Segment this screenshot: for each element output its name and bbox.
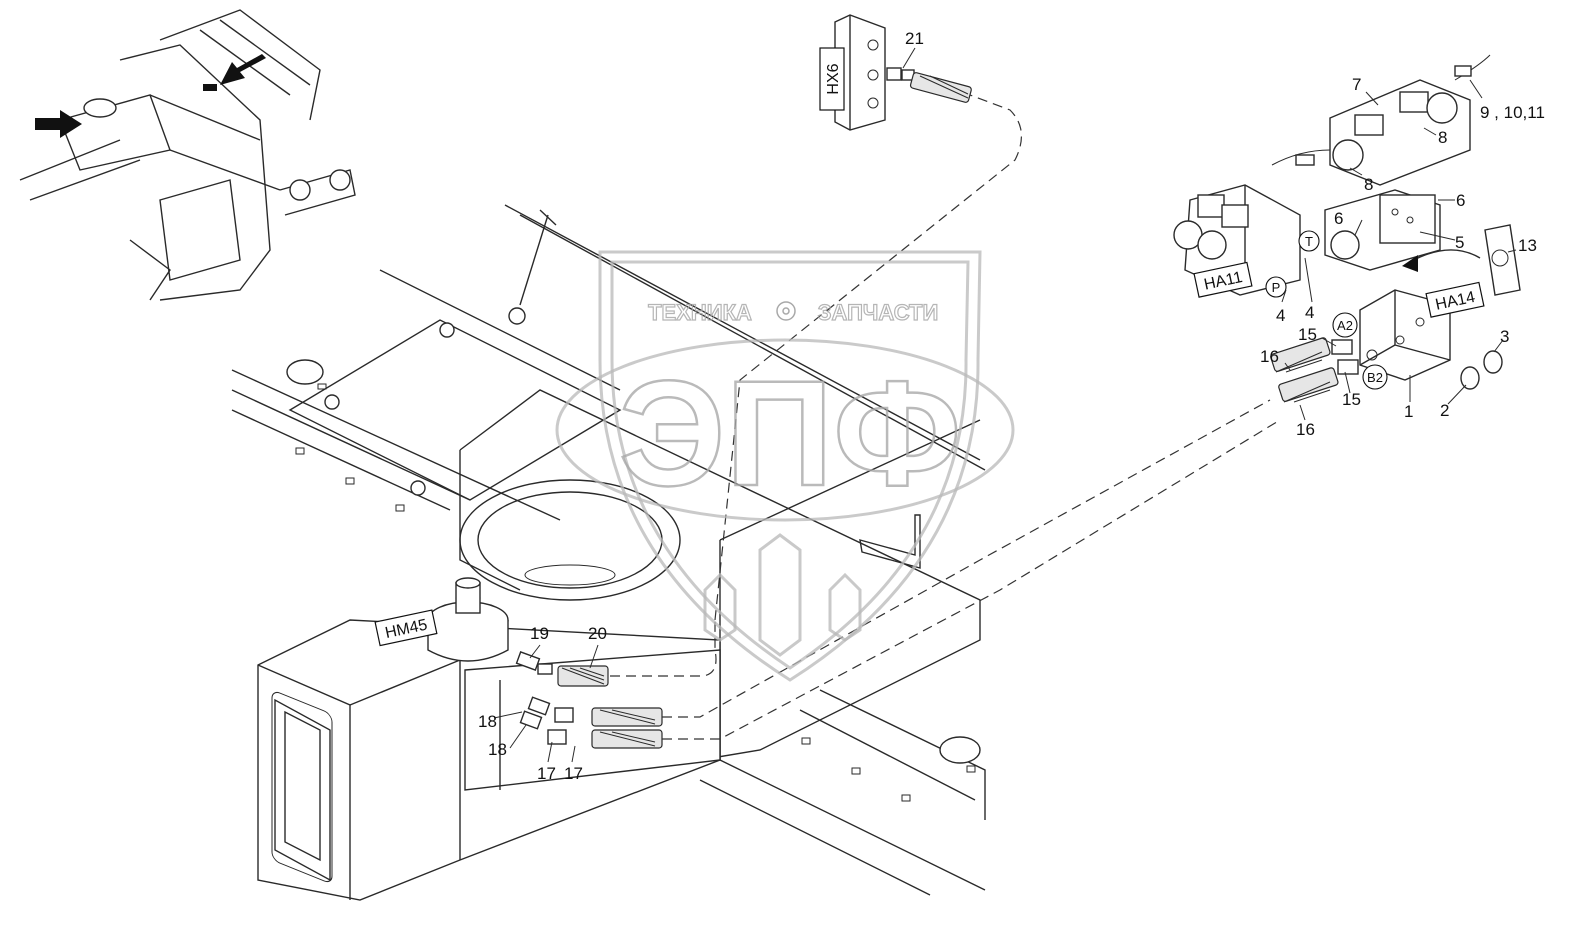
callout-4b: 4 (1305, 303, 1314, 322)
callout-6b: 6 (1334, 209, 1343, 228)
port-a2-label: A2 (1337, 318, 1353, 333)
callout-16a: 16 (1260, 347, 1279, 366)
grain-icon (703, 533, 862, 657)
callout-15a: 15 (1298, 325, 1317, 344)
port-b2: B2 (1362, 364, 1388, 390)
callout-15b: 15 (1342, 390, 1361, 409)
port-p-label: P (1272, 280, 1281, 295)
callout-16b: 16 (1296, 420, 1315, 439)
callout-6a: 6 (1456, 191, 1465, 210)
tag-ha14: HA14 (1425, 281, 1485, 318)
tag-hm45: HM45 (374, 609, 438, 647)
watermark-text-left: ТЕХНИКА (648, 300, 752, 325)
callout-19: 19 (530, 624, 549, 643)
callout-8b: 8 (1364, 175, 1373, 194)
callout-17a: 17 (537, 764, 556, 783)
valve-assembly (1173, 54, 1521, 403)
callout-17b: 17 (564, 764, 583, 783)
watermark-logo: ЭПФ (619, 349, 962, 517)
tag-hx6: HX6 (819, 47, 845, 111)
callout-5: 5 (1455, 233, 1464, 252)
callout-21: 21 (905, 29, 924, 48)
port-a2: A2 (1332, 312, 1358, 338)
machine-inset (19, 9, 356, 301)
watermark-text-right: ЗАПЧАСТИ (818, 300, 939, 325)
callout-18a: 18 (478, 712, 497, 731)
port-b2-label: B2 (1367, 370, 1383, 385)
lower-fittings (515, 94, 1281, 749)
tag-ha11: HA11 (1193, 261, 1253, 298)
callout-8a: 8 (1438, 128, 1447, 147)
arrow-right-icon (35, 110, 82, 138)
hx6-block (834, 14, 972, 131)
arrow-down-left-icon (220, 54, 266, 85)
port-t: T (1298, 230, 1320, 252)
leader-lines (493, 47, 1517, 763)
callout-9-10-11: 9 , 10,11 (1480, 103, 1545, 122)
watermark: ТЕХНИКА ЗАПЧАСТИ ЭПФ (555, 250, 1015, 682)
callout-4a: 4 (1276, 306, 1285, 325)
gear-icon (776, 301, 796, 321)
callout-7: 7 (1352, 75, 1361, 94)
callout-20: 20 (588, 624, 607, 643)
callout-1: 1 (1404, 402, 1413, 421)
tag-hx6-label: HX6 (825, 63, 842, 94)
port-t-label: T (1305, 234, 1313, 249)
callout-2: 2 (1440, 401, 1449, 420)
curved-arrow-icon (1402, 255, 1418, 272)
callout-18b: 18 (488, 740, 507, 759)
port-p: P (1265, 276, 1287, 298)
callout-13: 13 (1518, 236, 1537, 255)
callout-3: 3 (1500, 327, 1509, 346)
callout-numbers: 1 2 3 4 4 5 6 6 7 8 8 9 , 10,11 13 15 15… (478, 29, 1545, 783)
